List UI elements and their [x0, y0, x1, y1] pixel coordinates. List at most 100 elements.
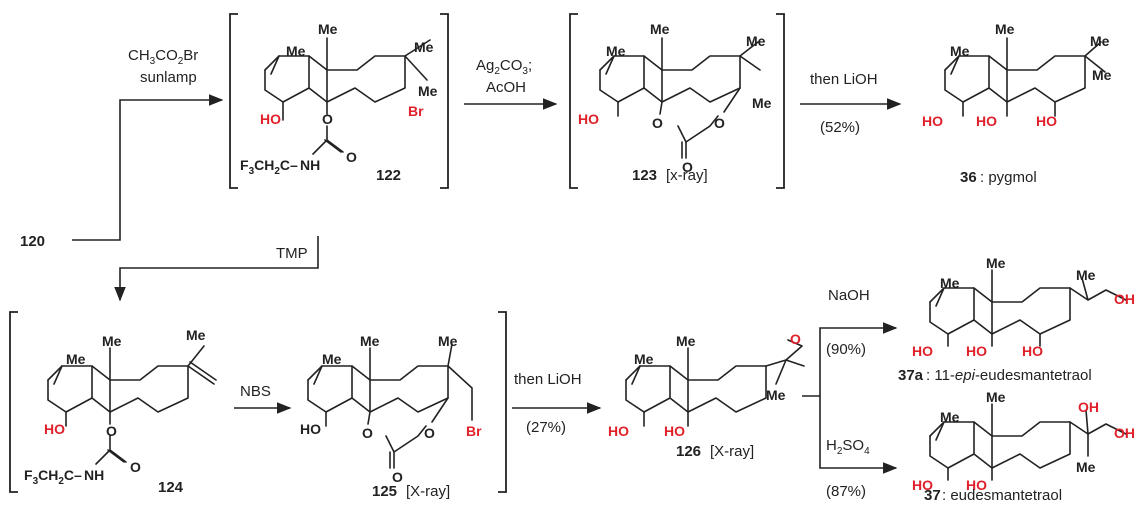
atom-o-125c: O	[392, 469, 403, 485]
atom-me-124a: Me	[66, 351, 86, 367]
atom-me-36d: Me	[1092, 67, 1112, 83]
atom-me-124c: Me	[186, 327, 206, 343]
bracket-123-left	[569, 13, 578, 189]
atom-ho-124: HO	[44, 421, 65, 437]
arrow-126-to-37a	[802, 322, 898, 397]
structure-122	[264, 37, 431, 155]
compound-37-label: 37	[924, 487, 941, 504]
atom-oh-37a: OH	[1114, 291, 1135, 307]
atom-nh-124: NH	[84, 467, 104, 483]
atom-me-126a: Me	[634, 351, 654, 367]
atom-o-125b: O	[424, 425, 435, 441]
arrow-120-to-124	[114, 236, 319, 302]
bracket-124-right	[498, 311, 507, 493]
compound-124-label: 124	[158, 479, 184, 496]
bracket-122-right	[440, 13, 449, 189]
atom-me-37-a: Me	[940, 409, 960, 425]
atom-me-123a: Me	[606, 43, 626, 59]
compound-126-label: 126	[676, 443, 701, 460]
atom-o-124a: O	[106, 423, 117, 439]
atom-me-37-b: Me	[986, 389, 1006, 405]
yield-87: (87%)	[826, 483, 866, 500]
atom-oh-37-a: OH	[1078, 399, 1099, 415]
atom-me-37-c: Me	[1076, 459, 1096, 475]
atom-me-125a: Me	[322, 351, 342, 367]
atom-o-123c: O	[682, 159, 693, 175]
atom-br-122: Br	[408, 103, 424, 119]
reagent-lioh-1: then LiOH	[810, 71, 878, 88]
atom-ho-37a-b: HO	[966, 343, 987, 359]
atom-nh-122: NH	[300, 157, 320, 173]
atom-ho-36c: HO	[1036, 113, 1057, 129]
compound-125-label: 125	[372, 483, 397, 500]
atom-o-123b: O	[714, 115, 725, 131]
compound-37a-name: : 11-epi-eudesmantetraol	[926, 367, 1092, 384]
structure-124	[47, 345, 217, 465]
reagent-lioh-2: then LiOH	[514, 371, 582, 388]
structure-37	[929, 403, 1127, 481]
bracket-123-right	[776, 13, 785, 189]
atom-me-37a-c: Me	[1076, 267, 1096, 283]
compound-36-name: : pygmol	[980, 169, 1037, 186]
atom-me-125b: Me	[360, 333, 380, 349]
arrow-120-to-122	[72, 94, 224, 241]
atom-me-123c: Me	[746, 33, 766, 49]
group-trifluoroethyl-122: F3CH2C–	[240, 157, 298, 177]
atom-me-36a: Me	[950, 43, 970, 59]
atom-me-122d: Me	[418, 83, 438, 99]
atom-ho-126a: HO	[608, 423, 629, 439]
compound-125-note: [X-ray]	[406, 483, 450, 500]
atom-me-122a: Me	[286, 43, 306, 59]
bracket-122-left	[229, 13, 238, 189]
reagent-sunlamp: sunlamp	[140, 69, 197, 86]
compound-37-name: : eudesmantetraol	[942, 487, 1062, 504]
atom-ho-37a-c: HO	[1022, 343, 1043, 359]
reagent-acoh: AcOH	[486, 79, 526, 96]
group-trifluoroethyl-124: F3CH2C–	[24, 467, 82, 487]
structure-123	[599, 37, 761, 159]
atom-ho-36b: HO	[976, 113, 997, 129]
atom-me-123d: Me	[752, 95, 772, 111]
compound-122-label: 122	[376, 167, 401, 184]
atom-me-36b: Me	[995, 21, 1015, 37]
atom-me-122c: Me	[414, 39, 434, 55]
atom-o-124b: O	[130, 459, 141, 475]
atom-ho-125: HO	[300, 421, 321, 437]
atom-me-124b: Me	[102, 333, 122, 349]
atom-oh-37-b: OH	[1114, 425, 1135, 441]
structure-37a	[929, 269, 1127, 347]
yield-90: (90%)	[826, 341, 866, 358]
reagent-naoh: NaOH	[828, 287, 870, 304]
arrow-126-to-37	[819, 396, 898, 474]
atom-o-122a: O	[322, 111, 333, 127]
atom-ho-37-a: HO	[912, 477, 933, 493]
atom-o-126-epoxide: O	[790, 331, 801, 347]
atom-ho-37a-a: HO	[912, 343, 933, 359]
atom-ho-122: HO	[260, 111, 281, 127]
atom-me-37a-a: Me	[940, 275, 960, 291]
atom-me-126c: Me	[766, 387, 786, 403]
reagent-nbs: NBS	[240, 383, 271, 400]
atom-ho-123: HO	[578, 111, 599, 127]
atom-me-126b: Me	[676, 333, 696, 349]
compound-37a-label: 37a	[898, 367, 924, 384]
structure-125	[307, 343, 473, 469]
compound-36-label: 36	[960, 169, 977, 186]
atom-o-122b: O	[346, 149, 357, 165]
structure-36	[944, 37, 1106, 117]
compound-120-label: 120	[20, 233, 45, 250]
reagent-tmp: TMP	[276, 245, 308, 262]
atom-ho-126b: HO	[664, 423, 685, 439]
atom-ho-37-b: HO	[966, 477, 987, 493]
yield-52: (52%)	[820, 119, 860, 136]
atom-me-36c: Me	[1090, 33, 1110, 49]
compound-123-note: [x-ray]	[666, 167, 708, 184]
atom-me-122b: Me	[318, 21, 338, 37]
atom-ho-36a: HO	[922, 113, 943, 129]
atom-br-125: Br	[466, 423, 482, 439]
yield-27: (27%)	[526, 419, 566, 436]
compound-126-note: [X-ray]	[710, 443, 754, 460]
reagent-acetyl-hypobromite: CH3CO2Br	[128, 47, 198, 67]
atom-me-125c: Me	[438, 333, 458, 349]
